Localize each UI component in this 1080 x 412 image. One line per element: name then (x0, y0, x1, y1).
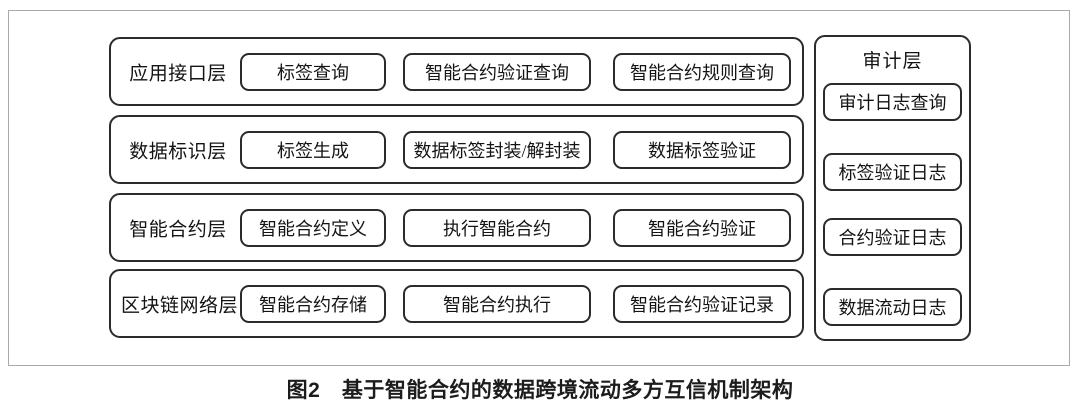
node-audit-log-query: 审计日志查询 (823, 83, 962, 121)
layer-label-blockchain-network: 区块链网络层 (121, 295, 239, 316)
layer-row-smart-contract: 智能合约层 智能合约定义 执行智能合约 智能合约验证 (109, 193, 804, 262)
node-tag-encapsulation-decapsulation: 数据标签封装/解封装 (403, 130, 591, 169)
node-smart-contract-definition: 智能合约定义 (240, 208, 386, 247)
node-smart-contract-storage: 智能合约存储 (240, 284, 386, 323)
node-execute-smart-contract: 执行智能合约 (403, 208, 591, 247)
node-tag-generation: 标签生成 (240, 130, 386, 169)
layer-label-data-identification: 数据标识层 (129, 141, 227, 162)
node-contract-verification-log: 合约验证日志 (823, 218, 962, 256)
node-smart-contract-verification: 智能合约验证 (613, 208, 791, 247)
node-smart-contract-verification-query: 智能合约验证查询 (403, 52, 591, 91)
audit-layer-title: 审计层 (862, 51, 923, 72)
figure-caption: 图2 基于智能合约的数据跨境流动多方互信机制架构 (286, 379, 794, 402)
node-tag-verification-log: 标签验证日志 (823, 153, 962, 191)
layer-row-application-interface: 应用接口层 标签查询 智能合约验证查询 智能合约规则查询 (109, 37, 804, 106)
node-tag-query: 标签查询 (240, 52, 386, 91)
audit-layer-panel: 审计层 审计日志查询 标签验证日志 合约验证日志 数据流动日志 (814, 35, 971, 341)
layer-row-blockchain-network: 区块链网络层 智能合约存储 智能合约执行 智能合约验证记录 (109, 269, 804, 338)
layer-label-application-interface: 应用接口层 (129, 63, 227, 84)
node-smart-contract-rule-query: 智能合约规则查询 (613, 52, 791, 91)
layer-label-smart-contract: 智能合约层 (129, 219, 227, 240)
node-smart-contract-execution: 智能合约执行 (403, 284, 591, 323)
node-data-tag-verification: 数据标签验证 (613, 130, 791, 169)
layer-row-data-identification: 数据标识层 标签生成 数据标签封装/解封装 数据标签验证 (109, 115, 804, 184)
diagram-frame: 应用接口层 标签查询 智能合约验证查询 智能合约规则查询 数据标识层 标签生成 … (8, 10, 1070, 366)
node-data-flow-log: 数据流动日志 (823, 288, 962, 326)
node-smart-contract-verification-record: 智能合约验证记录 (613, 284, 791, 323)
